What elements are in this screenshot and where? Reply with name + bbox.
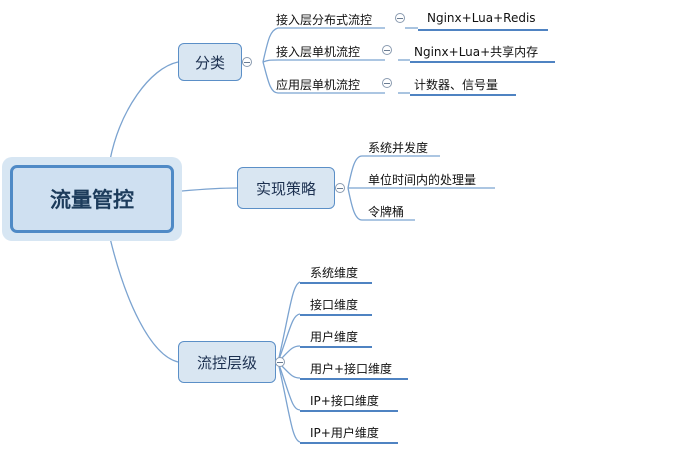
collapse-icon[interactable] xyxy=(382,78,392,88)
connector-root-classification xyxy=(109,61,179,161)
leaf-strat-1[interactable]: 系统并发度 xyxy=(368,141,429,155)
collapse-icon[interactable] xyxy=(382,45,392,55)
leaf-class-1-detail[interactable]: Nginx+Lua+Redis xyxy=(427,11,536,25)
leaf-level-4[interactable]: 用户+接口维度 xyxy=(310,362,393,376)
underline xyxy=(300,346,372,348)
underline xyxy=(410,94,516,96)
connector-class-1 xyxy=(262,27,385,63)
leaf-strat-2[interactable]: 单位时间内的处理量 xyxy=(368,173,477,187)
underline xyxy=(410,61,555,63)
leaf-level-6[interactable]: IP+用户维度 xyxy=(310,426,379,440)
leaf-level-1[interactable]: 系统维度 xyxy=(310,266,359,280)
leaf-class-2-detail[interactable]: Nginx+Lua+共享内存 xyxy=(414,45,539,59)
collapse-icon[interactable] xyxy=(275,357,285,367)
underline xyxy=(300,410,398,412)
underline xyxy=(300,314,372,316)
collapse-icon[interactable] xyxy=(335,183,345,193)
root-topic[interactable]: 流量管控 xyxy=(2,157,182,241)
underline xyxy=(300,378,408,380)
connector-level-1 xyxy=(277,281,301,363)
connector-level-6 xyxy=(277,361,301,443)
connector-strat-1 xyxy=(347,155,440,189)
connector-level-5 xyxy=(277,361,301,411)
leaf-level-2[interactable]: 接口维度 xyxy=(310,298,359,312)
branch-classification[interactable]: 分类 xyxy=(178,43,242,81)
connector-strat-3 xyxy=(347,187,415,221)
branch-levels-label: 流控层级 xyxy=(196,353,257,372)
leaf-class-3[interactable]: 应用层单机流控 xyxy=(276,78,361,92)
connector-root-levels xyxy=(109,237,179,363)
branch-levels[interactable]: 流控层级 xyxy=(178,341,276,383)
branch-strategy-label: 实现策略 xyxy=(255,179,316,198)
leaf-class-2[interactable]: 接入层单机流控 xyxy=(276,45,361,59)
leaf-strat-3[interactable]: 令牌桶 xyxy=(368,205,405,219)
leaf-level-5[interactable]: IP+接口维度 xyxy=(310,394,379,408)
underline xyxy=(300,442,398,444)
collapse-icon[interactable] xyxy=(395,13,405,23)
collapse-icon[interactable] xyxy=(242,57,252,67)
underline xyxy=(418,29,548,31)
branch-classification-label: 分类 xyxy=(194,53,225,72)
leaf-level-3[interactable]: 用户维度 xyxy=(310,330,359,344)
connector-level-2 xyxy=(277,313,301,363)
connector-root-strategy xyxy=(181,187,238,192)
leaf-class-3-detail[interactable]: 计数器、信号量 xyxy=(414,78,499,92)
root-topic-label: 流量管控 xyxy=(10,165,174,233)
underline xyxy=(300,282,372,284)
connector-class-2 xyxy=(262,59,385,63)
branch-strategy[interactable]: 实现策略 xyxy=(237,167,335,209)
leaf-class-1[interactable]: 接入层分布式流控 xyxy=(276,13,373,27)
connector-class-3 xyxy=(262,61,385,94)
